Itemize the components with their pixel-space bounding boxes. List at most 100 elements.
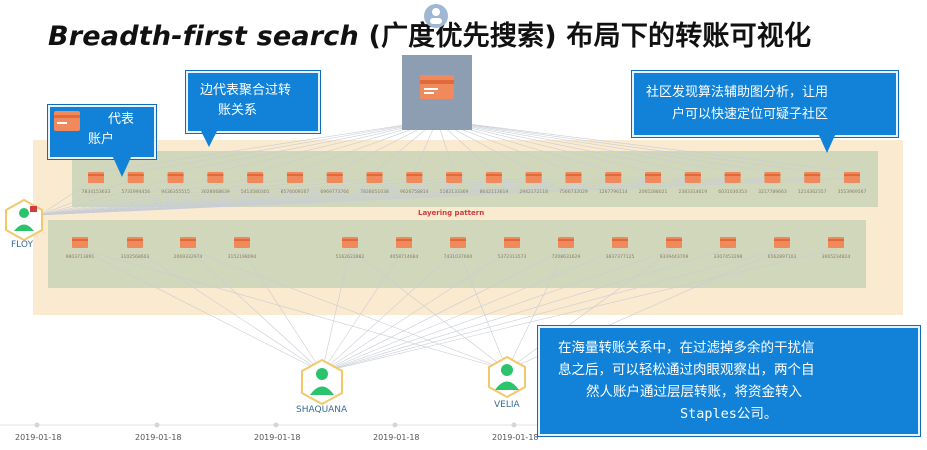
callout-summary-line2: 息之后，可以轻松通过肉眼观察出，两个自: [558, 362, 815, 378]
account-node[interactable]: 7566732029: [559, 172, 588, 195]
bank-card-icon: [234, 237, 250, 248]
callout-account: 代表 账户: [48, 105, 156, 159]
account-node[interactable]: 6969773766: [320, 172, 349, 195]
account-node[interactable]: 3307453298: [714, 237, 743, 260]
account-node[interactable]: 2942172118: [519, 172, 548, 195]
callout-edges-tail: [200, 129, 218, 147]
bank-card-icon: [504, 237, 520, 248]
callout-community: 社区发现算法辅助图分析，让用 户可以快速定位可疑子社区: [632, 71, 898, 137]
transfer-edge: [436, 119, 693, 173]
account-node[interactable]: 6031030353: [718, 172, 747, 195]
account-node[interactable]: 5182133369: [440, 172, 469, 195]
transfer-edge: [349, 248, 508, 371]
transfer-edge: [135, 119, 438, 173]
account-number: 8576009167: [281, 189, 310, 195]
account-node[interactable]: 9626758814: [400, 172, 429, 195]
bank-card-icon: [88, 172, 104, 183]
account-node[interactable]: 3102568603: [121, 237, 150, 260]
account-number: 7838051038: [360, 189, 389, 195]
account-node[interactable]: 2065288021: [639, 172, 668, 195]
account-node[interactable]: 5413580301: [241, 172, 270, 195]
transfer-edge: [321, 248, 513, 373]
bank-card-icon: [485, 172, 502, 183]
account-node[interactable]: 8576009167: [281, 172, 310, 195]
bank-card-icon: [207, 172, 224, 183]
account-number: 5731994456: [121, 189, 150, 195]
account-node[interactable]: 7834153633: [82, 172, 111, 195]
account-node[interactable]: 2069332974: [174, 237, 203, 260]
callout-community-line1: 社区发现算法辅助图分析，让用: [646, 85, 829, 100]
transfer-edge: [39, 177, 693, 216]
account-node[interactable]: 3028068639: [201, 172, 230, 195]
transfer-edge: [134, 248, 323, 373]
timeline-tick: [511, 422, 517, 428]
account-node[interactable]: 4058714684: [390, 237, 419, 260]
account-node[interactable]: 7208631629: [552, 237, 581, 260]
account-node[interactable]: 3217789663: [758, 172, 787, 195]
transfer-edge: [39, 177, 534, 216]
account-number: 2069332974: [174, 254, 203, 260]
account-number: 5372313573: [498, 254, 527, 260]
account-number: 7431037660: [444, 254, 473, 260]
transfer-edge: [436, 119, 813, 173]
bank-card-icon: [724, 172, 741, 183]
bank-card-icon: [72, 237, 88, 248]
bank-card-icon: [450, 237, 466, 248]
account-node[interactable]: 9339443709: [660, 237, 689, 260]
account-node[interactable]: 7431037660: [444, 237, 473, 260]
transfer-edge: [39, 177, 216, 216]
bank-card-icon: [326, 172, 343, 183]
person-node-velia[interactable]: [488, 355, 526, 399]
timeline-tick: [154, 422, 160, 428]
account-node[interactable]: 2383314619: [679, 172, 708, 195]
transfer-edge: [39, 177, 813, 216]
account-node[interactable]: 3665234824: [822, 237, 851, 260]
bank-card-icon: [666, 237, 682, 248]
account-node[interactable]: 1267796114: [599, 172, 628, 195]
transfer-edge: [39, 177, 295, 216]
account-number: 7834153633: [82, 189, 111, 195]
account-number: 7566732029: [559, 189, 588, 195]
transfer-edge: [187, 248, 323, 373]
account-number: 2065288021: [639, 189, 668, 195]
account-number: 2942172118: [519, 189, 548, 195]
account-node[interactable]: 3553969567: [838, 172, 867, 195]
callout-edges: 边代表聚合过转 账关系: [186, 71, 320, 133]
slide-title-en: Breadth-first search: [48, 21, 359, 52]
account-node[interactable]: 5372313573: [498, 237, 527, 260]
callout-community-line2: 户可以快速定位可疑子社区: [672, 107, 829, 122]
node-label-velia: VELIA: [494, 400, 520, 410]
callout-summary-line3: 然人账户通过层层转账，将资金转入: [586, 384, 802, 400]
transfer-edge: [321, 248, 621, 373]
transfer-edge: [321, 248, 405, 373]
account-number: 3837377125: [606, 254, 635, 260]
account-number: 6562897103: [768, 254, 797, 260]
person-node-shaquana[interactable]: [301, 358, 343, 406]
account-node[interactable]: 9436355515: [161, 172, 190, 195]
account-node[interactable]: 5162622882: [336, 237, 365, 260]
transfer-edge: [321, 248, 351, 373]
account-node[interactable]: 3837377125: [606, 237, 635, 260]
transfer-edge: [321, 248, 783, 373]
company-node[interactable]: [402, 4, 472, 130]
transfer-edge: [215, 119, 438, 173]
account-node[interactable]: 1214362357: [798, 172, 827, 195]
account-node[interactable]: 9803713891: [66, 237, 95, 260]
account-node[interactable]: 8642113619: [480, 172, 509, 195]
timeline-date: 2019-01-18: [373, 433, 420, 442]
account-node[interactable]: 6562897103: [768, 237, 797, 260]
timeline-date: 2019-01-18: [15, 433, 62, 442]
account-number: 3665234824: [822, 254, 851, 260]
transfer-edge: [95, 119, 438, 173]
person-node-floy[interactable]: [5, 198, 43, 242]
transfer-edge: [506, 248, 675, 371]
flag-icon: [30, 206, 37, 212]
account-node[interactable]: 3152198094: [228, 237, 257, 260]
transfer-edge: [39, 177, 773, 216]
account-number: 7208631629: [552, 254, 581, 260]
transfer-edge: [39, 177, 136, 216]
account-node[interactable]: 7838051038: [360, 172, 389, 195]
bank-card-icon: [764, 172, 781, 183]
bank-card-icon: [180, 237, 196, 248]
